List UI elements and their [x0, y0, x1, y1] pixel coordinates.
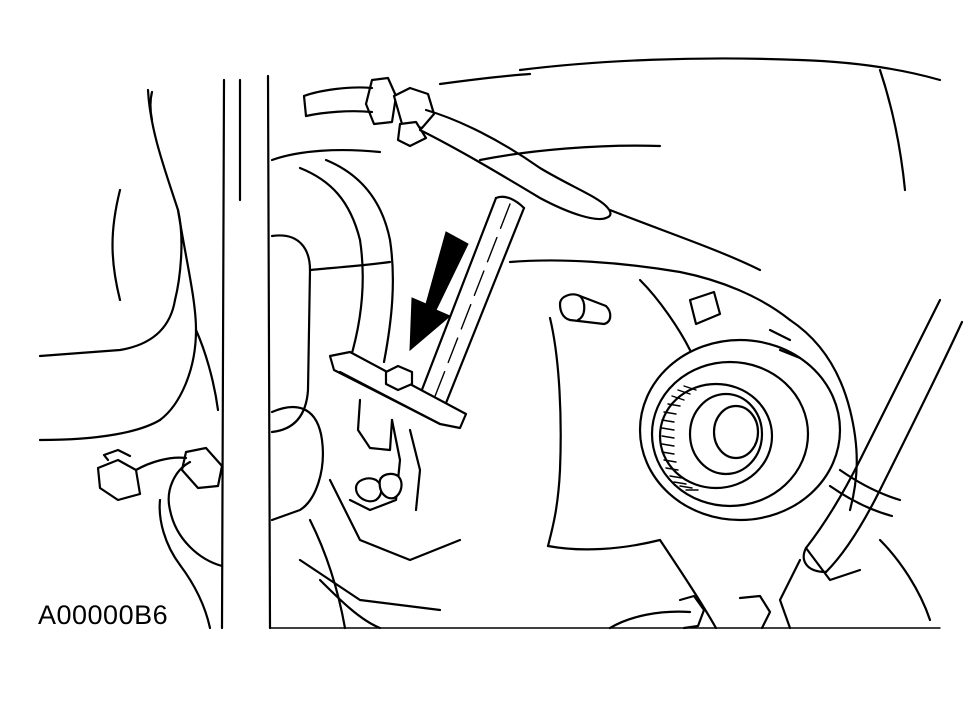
- left-lower-components: [96, 446, 224, 630]
- direction-arrow: [409, 231, 469, 352]
- right-hose: [778, 298, 964, 630]
- transmission-housing: [508, 259, 858, 630]
- bottom-fittings: [608, 538, 932, 630]
- tube-bracket: [328, 350, 468, 512]
- dipstick-tube: [298, 158, 526, 410]
- output-seal: [638, 338, 842, 522]
- engine-housing: [270, 149, 462, 630]
- figure-code-label: A00000B6: [38, 600, 169, 630]
- frame-rails: [220, 74, 272, 630]
- top-hoses: [302, 57, 942, 272]
- left-body-contours: [38, 88, 220, 442]
